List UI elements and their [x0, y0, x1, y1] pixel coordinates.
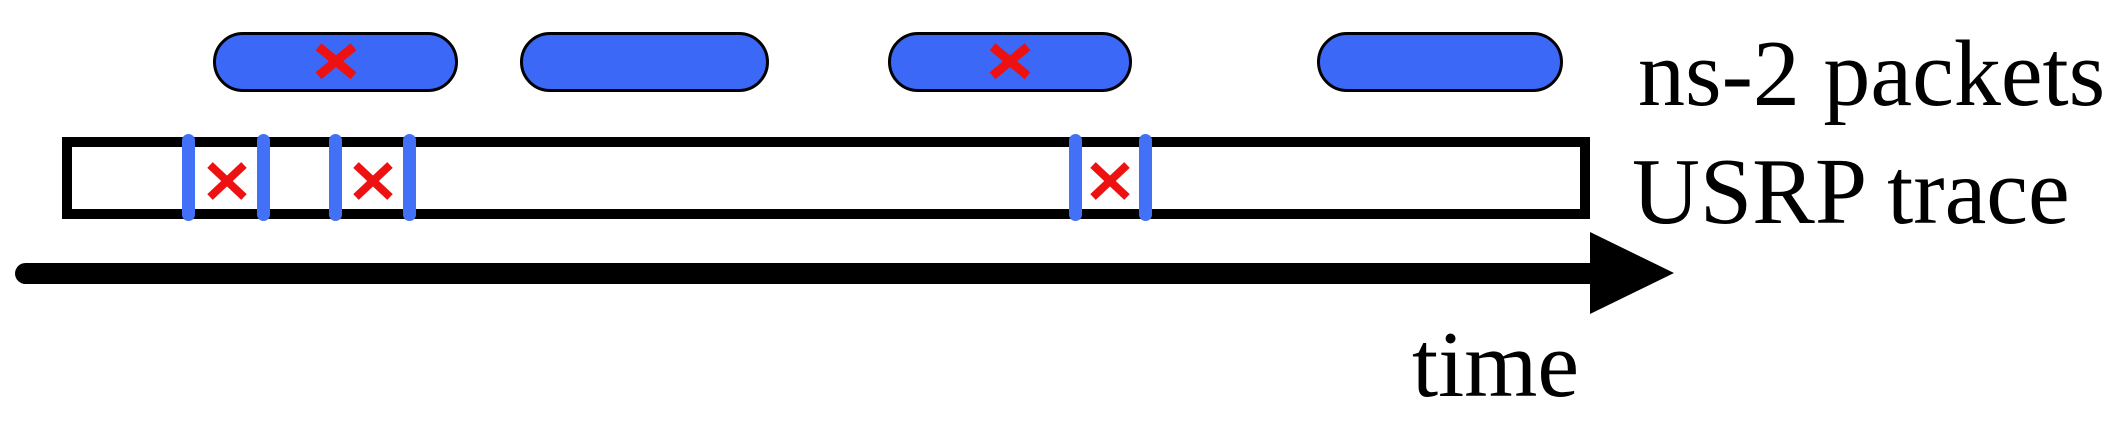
trace-error-cross	[352, 161, 394, 206]
ns2-packet-lost	[888, 32, 1132, 92]
ns2-packets-label: ns-2 packets	[1638, 22, 2106, 126]
packet-loss-cross-icon	[315, 43, 356, 80]
trace-boundary-tick	[1139, 134, 1152, 221]
trace-error-cross	[1089, 161, 1131, 206]
ns2-packet	[520, 32, 769, 92]
ns2-packet	[1317, 32, 1563, 92]
time-axis-arrow	[15, 263, 1601, 284]
trace-error-cross	[206, 161, 248, 206]
trace-boundary-tick	[257, 134, 270, 221]
usrp-trace-bar	[62, 137, 1590, 219]
trace-error-cross-icon	[207, 162, 247, 200]
trace-boundary-tick	[182, 134, 195, 221]
trace-boundary-tick	[1069, 134, 1082, 221]
packet-loss-cross-icon	[989, 43, 1031, 80]
trace-boundary-tick	[403, 134, 416, 221]
time-axis-arrowhead-icon	[1590, 232, 1674, 314]
time-axis-label: time	[1412, 313, 1580, 417]
trace-error-cross-icon	[1090, 162, 1130, 200]
ns2-packet-lost	[213, 32, 458, 92]
trace-boundary-tick	[329, 134, 342, 221]
usrp-trace-label: USRP trace	[1632, 140, 2070, 244]
trace-error-cross-icon	[353, 162, 393, 200]
